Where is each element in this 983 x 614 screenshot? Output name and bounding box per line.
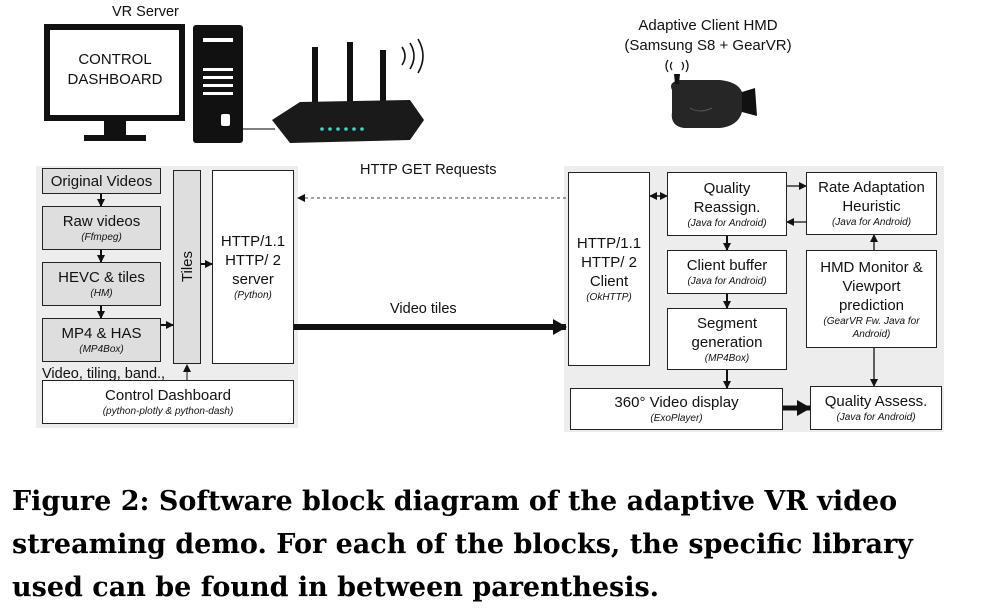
rate-adaptation-block: Rate Adaptation Heuristic (Java for Andr… — [806, 172, 937, 235]
original-videos-label: Original Videos — [50, 172, 153, 190]
mp4-lib: (MP4Box) — [79, 344, 124, 355]
client-line-2: HTTP/ 2 — [581, 254, 637, 271]
video-display-label: 360° Video display — [614, 394, 739, 411]
quality-assess-lib: (Java for Android) — [836, 412, 916, 423]
hevc-lib: (HM) — [90, 288, 113, 299]
hevc-label: HEVC & tiles — [58, 269, 145, 286]
http-get-label: HTTP GET Requests — [360, 162, 497, 178]
video-display-lib: (ExoPlayer) — [650, 413, 703, 424]
original-videos-block: Original Videos — [42, 168, 161, 194]
rate-adaptation-line-2: Heuristic — [842, 198, 901, 215]
hmd-title: Adaptive Client HMD — [638, 17, 778, 34]
quality-reassign-block: Quality Reassign. (Java for Android) — [667, 172, 787, 236]
video-display-block: 360° Video display (ExoPlayer) — [570, 388, 783, 430]
raw-videos-block: Raw videos (Ffmpeg) — [42, 206, 161, 250]
hmd-monitor-line-3: prediction — [838, 296, 905, 314]
hmd-monitor-lib-1: (GearVR Fw. Java for — [823, 315, 920, 327]
quality-reassign-line-2: Reassign. — [693, 198, 761, 216]
quality-assess-label: Quality Assess. — [824, 393, 928, 410]
quality-reassign-line-1: Quality — [703, 179, 751, 197]
http-client-block: HTTP/1.1 HTTP/ 2 Client (OkHTTP) — [568, 172, 650, 366]
server-line-3: server — [232, 271, 274, 288]
segment-generation-line-1: Segment — [696, 314, 758, 332]
wifi-waves-icon — [401, 38, 424, 74]
mp4-block: MP4 & HAS (MP4Box) — [42, 318, 161, 362]
rate-adaptation-line-1: Rate Adaptation — [818, 179, 925, 196]
server-tower-icon — [193, 25, 243, 143]
raw-videos-label: Raw videos — [62, 213, 141, 230]
client-lib: (OkHTTP) — [586, 292, 632, 303]
hmd-monitor-line-1: HMD Monitor & — [820, 258, 923, 276]
rate-adaptation-lib: (Java for Android) — [831, 217, 912, 228]
control-dashboard-lib: (python-plotly & python-dash) — [102, 406, 234, 417]
server-line-1: HTTP/1.1 — [220, 233, 286, 250]
quality-assess-block: Quality Assess. (Java for Android) — [810, 386, 942, 430]
mp4-label: MP4 & HAS — [61, 325, 142, 342]
client-buffer-label: Client buffer — [686, 257, 768, 274]
hevc-block: HEVC & tiles (HM) — [42, 262, 161, 306]
http-server-block: HTTP/1.1 HTTP/ 2 server (Python) — [212, 170, 294, 364]
figure-caption: Figure 2: Software block diagram of the … — [12, 486, 913, 603]
segment-generation-block: Segment generation (MP4Box) — [667, 308, 787, 370]
client-line-1: HTTP/1.1 — [576, 235, 642, 252]
server-line-2: HTTP/ 2 — [225, 252, 281, 269]
client-buffer-block: Client buffer (Java for Android) — [667, 250, 787, 294]
vr-headset-icon — [665, 59, 757, 128]
server-lib: (Python) — [234, 290, 272, 301]
control-dashboard-label: Control Dashboard — [105, 387, 231, 404]
hmd-monitor-lib-2: Android) — [852, 328, 891, 340]
raw-videos-lib: (Ffmpeg) — [81, 232, 122, 243]
segment-generation-lib: (MP4Box) — [704, 352, 750, 364]
tiles-block: Tiles — [173, 170, 201, 364]
dashboard-params-label: Video, tiling, band., — [42, 366, 166, 382]
hmd-monitor-block: HMD Monitor & Viewport prediction (GearV… — [806, 250, 937, 348]
hmd-monitor-line-2: Viewport — [842, 277, 901, 295]
segment-generation-line-2: generation — [691, 333, 763, 351]
video-tiles-label: Video tiles — [390, 301, 457, 317]
hmd-subtitle: (Samsung S8 + GearVR) — [624, 37, 792, 54]
monitor-icon — [44, 24, 185, 141]
tiles-label: Tiles — [178, 251, 196, 283]
quality-reassign-lib: (Java for Android) — [687, 217, 767, 229]
client-buffer-lib: (Java for Android) — [687, 276, 767, 287]
monitor-screen-text: CONTROL DASHBOARD — [67, 51, 163, 88]
vr-server-label: VR Server — [112, 4, 179, 20]
router-icon — [272, 42, 424, 143]
client-line-3: Client — [589, 273, 629, 290]
control-dashboard-block: Control Dashboard (python-plotly & pytho… — [42, 380, 294, 424]
